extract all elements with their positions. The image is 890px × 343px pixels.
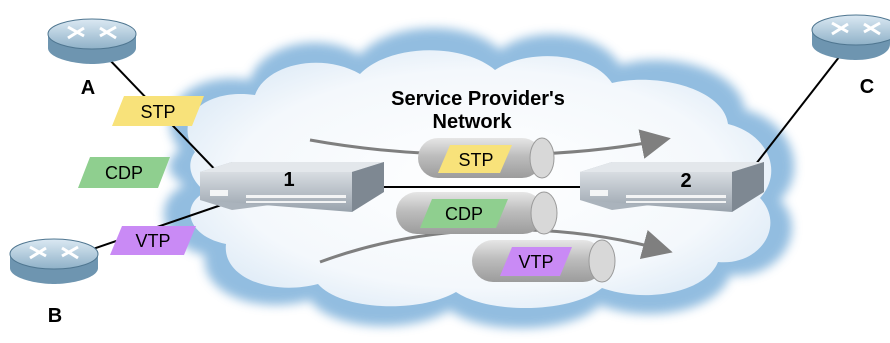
router-a (47, 18, 137, 64)
cloud-body (187, 50, 772, 309)
router-b (9, 238, 99, 284)
switch-1 (200, 162, 384, 212)
tag-vtp-label: VTP (135, 231, 170, 251)
tunnel-cdp-label: CDP (445, 204, 483, 224)
tunnel-vtp: VTP (472, 239, 616, 283)
tag-cdp-label: CDP (105, 163, 143, 183)
router-c-label: C (860, 76, 874, 98)
link-c-2 (744, 51, 844, 179)
switch-1-label: 1 (283, 169, 294, 191)
switch-ports-icon (210, 190, 346, 203)
router-arrows-icon (29, 245, 79, 260)
network-title-line2: Network (433, 111, 513, 133)
switch-2-label: 2 (680, 170, 691, 192)
tunnel-cdp: CDP (396, 191, 558, 235)
tag-cdp: CDP (78, 157, 170, 188)
router-a-label: A (81, 77, 95, 99)
network-title-line1: Service Provider's (391, 88, 565, 110)
switch-ports-icon (590, 190, 726, 203)
cloud (163, 28, 795, 329)
tunnel-vtp-label: VTP (518, 252, 553, 272)
tunnel-vtp-packet (500, 247, 572, 276)
tag-vtp: VTP (110, 226, 196, 255)
switch-2 (580, 162, 764, 212)
tag-stp: STP (112, 96, 204, 126)
router-b-label: B (48, 305, 62, 327)
router-c (811, 14, 890, 60)
tunnel-stp: STP (418, 137, 555, 179)
tunnel-stp-label: STP (458, 150, 493, 170)
tunnel-stp-packet (438, 145, 512, 173)
tag-stp-label: STP (140, 102, 175, 122)
tunnel-cdp-packet (420, 199, 508, 228)
router-arrows-icon (831, 21, 881, 36)
router-arrows-icon (67, 25, 117, 40)
